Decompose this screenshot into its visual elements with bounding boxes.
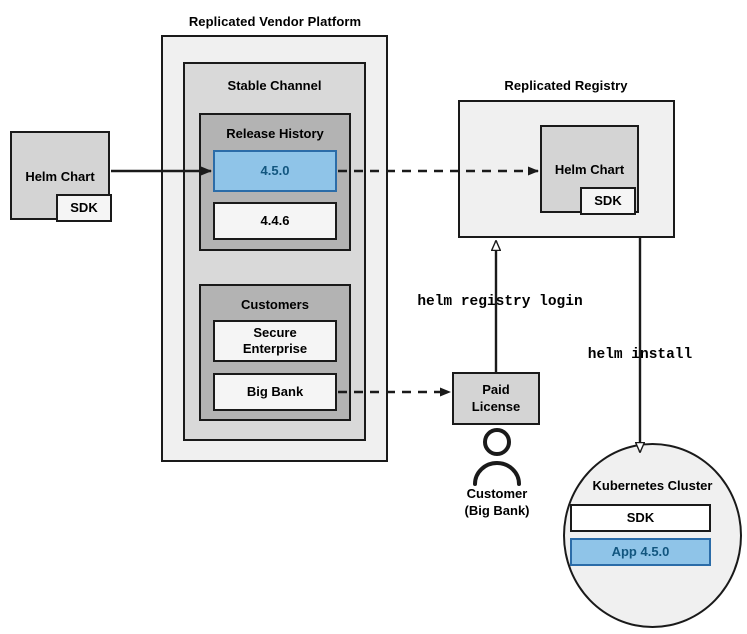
cluster-component-sdk: SDK — [570, 504, 711, 532]
release-item-4-5-0[interactable]: 4.5.0 — [213, 150, 337, 192]
customer-big-bank[interactable]: Big Bank — [213, 373, 337, 411]
paid-license-box: Paid License — [452, 372, 540, 425]
customer-actor-caption: Customer (Big Bank) — [464, 486, 530, 518]
customer-person-icon — [473, 428, 521, 486]
release-item-4-4-6[interactable]: 4.4.6 — [213, 202, 337, 240]
registry-title: Replicated Registry — [504, 78, 628, 93]
customers-label: Customers — [241, 297, 309, 312]
release-history-label: Release History — [226, 126, 324, 141]
kubernetes-cluster-circle — [563, 443, 742, 628]
stable-channel-label: Stable Channel — [227, 78, 322, 93]
registry-sdk-box: SDK — [580, 187, 636, 215]
vendor-platform-title: Replicated Vendor Platform — [188, 14, 362, 29]
source-sdk-box: SDK — [56, 194, 112, 222]
customer-secure-enterprise[interactable]: Secure Enterprise — [213, 320, 337, 362]
kubernetes-cluster-label: Kubernetes Cluster — [592, 478, 713, 493]
source-helm-chart-label: Helm Chart — [25, 169, 95, 184]
command-helm-install: helm install — [587, 347, 693, 363]
registry-helm-chart-label: Helm Chart — [554, 162, 625, 177]
cluster-component-app: App 4.5.0 — [570, 538, 711, 566]
command-helm-registry-login: helm registry login — [417, 294, 583, 310]
